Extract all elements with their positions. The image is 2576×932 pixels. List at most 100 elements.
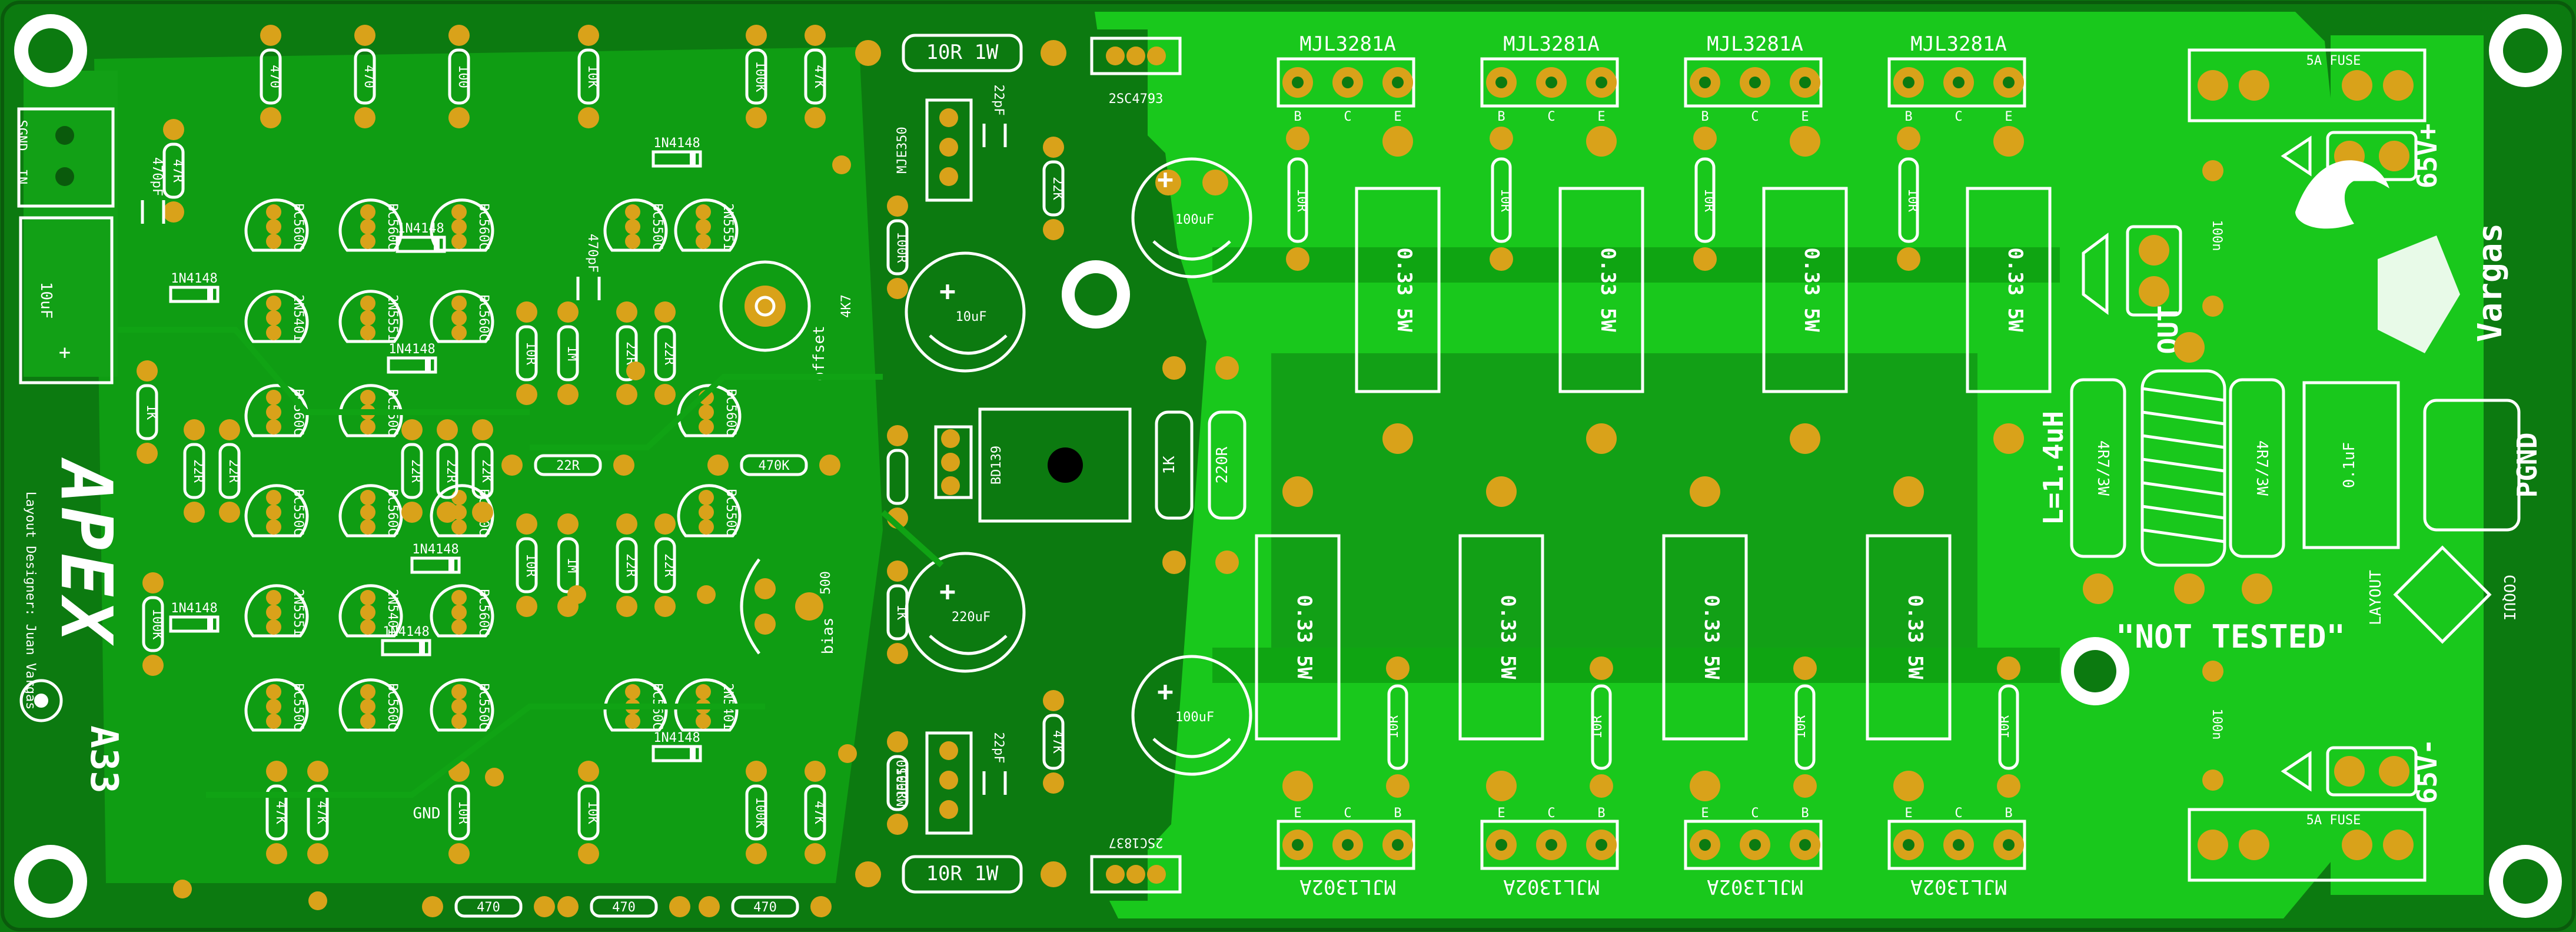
pin-c-label: C [1751, 110, 1759, 124]
power-resistor-bottom: 10R 1W [855, 855, 1066, 894]
small-resistor: 10K [577, 25, 600, 128]
small-resistor: 47K [804, 761, 826, 864]
resistor-label: 470 [753, 900, 777, 915]
diode-label: 1N4148 [383, 625, 429, 639]
resistor-label: 22R [623, 341, 638, 365]
gnd-label: GND [413, 805, 441, 822]
resistor-label: 47R [170, 159, 185, 183]
transistor-label: BC560C [476, 203, 491, 250]
transistor-top-1-label: MJL3281A [1299, 32, 1396, 56]
plus-icon: + [59, 341, 71, 364]
resistor-label: 100K [753, 61, 767, 93]
diode-label: 1N4148 [388, 342, 435, 357]
small-diode: 1N4148 [395, 221, 446, 253]
coil-label: L=1.4uH [2037, 411, 2069, 525]
pin-e-label: E [1497, 806, 1505, 821]
res-220r-label: 220R [1214, 446, 1231, 483]
emitter-resistors-top: 0.33 5W 0.33 5W 0.33 5W 0.33 5W [1355, 126, 2052, 454]
small-transistor: BC560C [338, 678, 403, 732]
speaker-output: OUT [2082, 225, 2184, 354]
small-diode: 1N4148 [169, 601, 220, 633]
branding: APEX A33 Layout Designer: Juan Vargas GN… [19, 457, 441, 822]
emitter-resistor-top-4: 0.33 5W [1966, 126, 2052, 454]
resistor-label: 10R [1498, 188, 1513, 212]
resistor-label: 100 [456, 65, 470, 88]
mount-hole-mid-top [1062, 260, 1130, 329]
transistor-top-2: MJL3281A B C E [1480, 32, 1619, 124]
speaker-icon [2082, 233, 2109, 315]
pin-e-label: E [2005, 110, 2012, 124]
fuse-top-label: 5A FUSE [2306, 54, 2361, 68]
emitter-resistor-label: 0.33 5W [1700, 595, 1723, 679]
resistor-label: 47K [314, 801, 329, 824]
small-transistor: BC560C [430, 584, 494, 638]
resistor-label: 1K [894, 605, 909, 621]
zobel-right-label: 4R7/3W [2253, 440, 2271, 496]
cap-top-label: 100n [2209, 220, 2224, 251]
emitter-resistors-bottom: 0.33 5W 0.33 5W 0.33 5W 0.33 5W [1255, 476, 1952, 801]
pgnd-terminal: PGND [2423, 399, 2543, 532]
emitter-resistor-label: 0.33 5W [1596, 247, 1620, 332]
small-resistor: 22R [654, 513, 676, 617]
small-resistor: 10R [448, 761, 470, 864]
resistor-label: 10R [456, 801, 470, 824]
terminal-65v-pos: 65V+ [2281, 124, 2443, 188]
cap-label: 22pF [991, 85, 1006, 116]
cog-icon [19, 679, 63, 722]
plus-icon: + [1157, 675, 1174, 707]
mount-hole-tl [14, 14, 87, 87]
transistor-label: BC560C [385, 489, 400, 535]
small-transistor: 2N5401 [338, 584, 403, 638]
pgnd-label: PGND [2511, 433, 2543, 498]
emitter-resistor-label: 0.33 5W [2003, 247, 2027, 332]
resistor-label: 470 [267, 65, 282, 88]
small-resistor: 22R [183, 419, 205, 523]
base-resistor-bottom-3: 10R [1793, 656, 1817, 798]
offset-label: offset [810, 326, 828, 381]
small-diode: 1N4148 [652, 136, 702, 168]
pin-c-label: C [1547, 110, 1555, 124]
resistor-label: 10R [1294, 188, 1309, 212]
res-1k-driver: 1K [1155, 356, 1194, 574]
small-cap: 470pF [141, 157, 165, 224]
resistor-label: 10R [523, 341, 538, 365]
res-10r1w-top-label: 10R 1W [926, 41, 999, 64]
mount-hole-mid-right [2061, 637, 2129, 705]
transistor-label: BC550C [291, 683, 305, 729]
res-220r-driver: 220R [1208, 356, 1247, 574]
helmet-icon [2295, 160, 2389, 229]
small-transistor: BC550C [603, 198, 668, 252]
emitter-resistor-bottom-1: 0.33 5W [1255, 476, 1341, 801]
diode-label: 1N4148 [653, 731, 700, 745]
pin-b-label: B [1394, 806, 1401, 821]
small-diode: 1N4148 [652, 731, 702, 762]
base-resistor-top-4: 10R [1897, 127, 1920, 271]
pin-c-label: C [1344, 110, 1351, 124]
small-resistor: 100R [886, 195, 909, 299]
resistor-label: 10R [1701, 188, 1716, 212]
transistor-label: BC550C [723, 489, 738, 535]
zobel-left-label: 4R7/3W [2094, 440, 2112, 496]
designer-label: Layout Designer: Juan Vargas [23, 492, 38, 710]
small-transistor: BC560C [244, 198, 309, 252]
small-resistor: 470 [260, 25, 282, 128]
copper-pours [24, 12, 2484, 918]
transistor-bottom-3: MJL1302A E C B [1684, 806, 1823, 898]
power-neg-label: 65V- [2411, 739, 2443, 804]
resistor-label: 100K [753, 797, 767, 829]
layout-label: LAYOUT [2367, 570, 2385, 625]
coqui-label: COQUI [2500, 575, 2518, 621]
emitter-resistor-bottom-3: 0.33 5W [1662, 476, 1748, 801]
cap-220uf-label: 220uF [952, 610, 990, 625]
pin-b-label: B [1904, 110, 1912, 124]
resistor-label: 100R [894, 768, 909, 800]
pin-b-label: B [1801, 806, 1809, 821]
cap-100uf-bottom: + 100uF [1131, 655, 1252, 776]
cap-100n-top: 100n [2202, 160, 2224, 317]
via-pad [838, 744, 857, 763]
pin-c-label: C [1751, 806, 1759, 821]
base-resistors: 10R 10R 10R 10R 10R 10R 10R 10R [1286, 127, 2020, 798]
small-resistor: 22R [501, 454, 634, 476]
